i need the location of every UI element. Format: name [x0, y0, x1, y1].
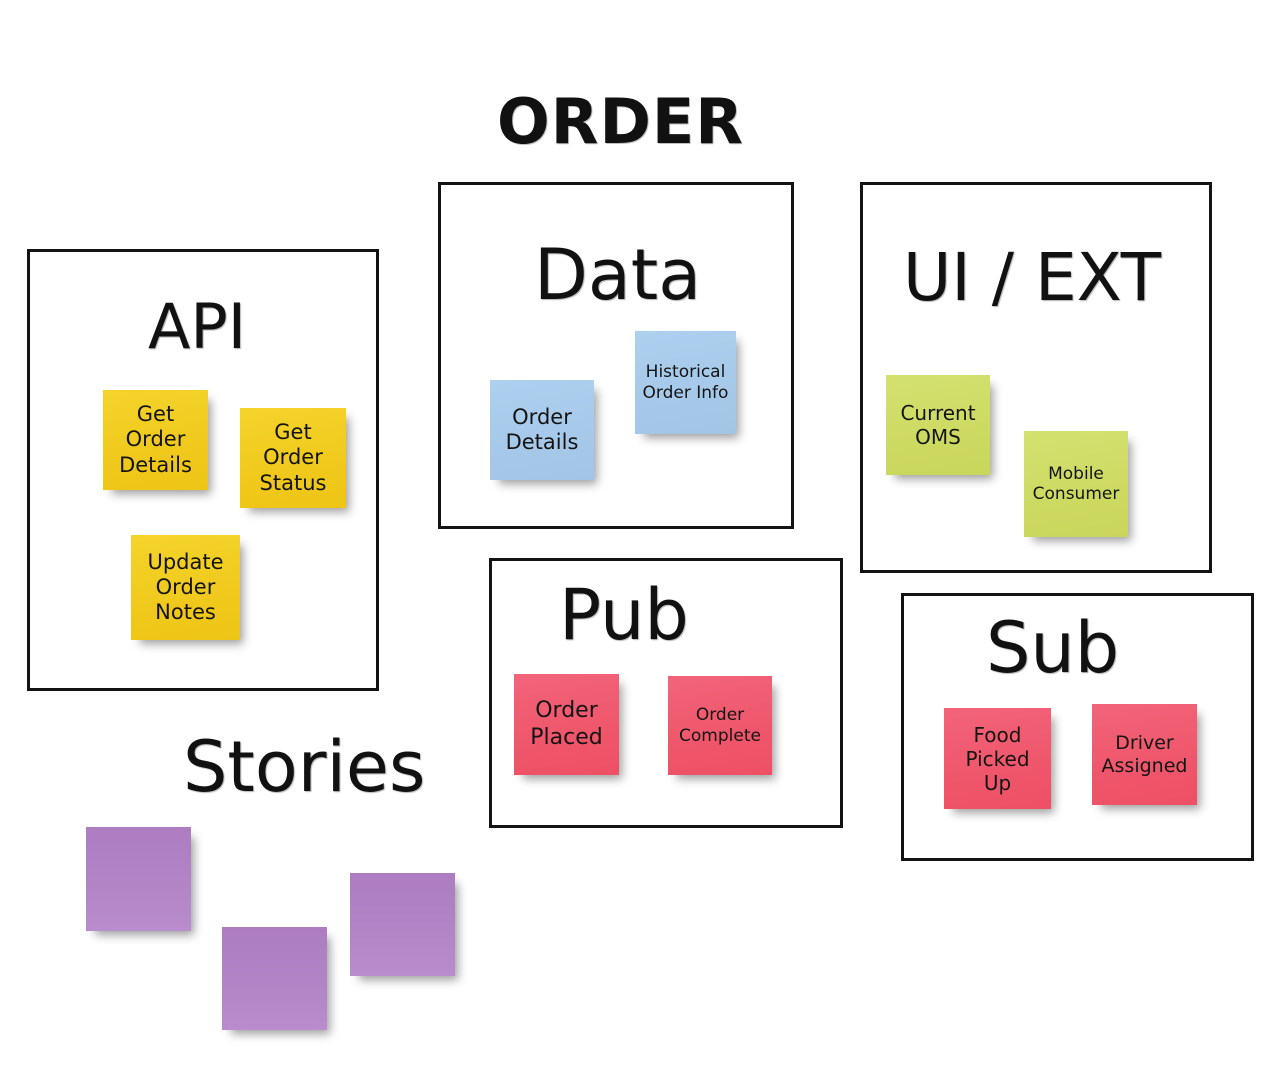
note-order-details[interactable]: Order Details: [490, 380, 594, 480]
note-text: Current OMS: [900, 401, 976, 449]
board-title: ORDER: [497, 85, 745, 158]
section-title-data: Data: [534, 234, 702, 316]
section-title-stories: Stories: [183, 726, 426, 808]
section-title-api: API: [148, 290, 247, 363]
note-story-3[interactable]: [350, 873, 455, 976]
note-update-order-notes[interactable]: Update Order Notes: [131, 535, 240, 640]
note-get-order-details[interactable]: Get Order Details: [103, 390, 208, 490]
note-text: Mobile Consumer: [1032, 463, 1120, 504]
note-text: Order Details: [505, 404, 579, 454]
note-current-oms[interactable]: Current OMS: [886, 375, 990, 475]
note-text: Get Order Details: [119, 402, 192, 477]
section-title-ui-ext: UI / EXT: [903, 239, 1162, 316]
note-driver-assigned[interactable]: Driver Assigned: [1092, 704, 1197, 805]
note-order-placed[interactable]: Order Placed: [514, 674, 619, 775]
section-title-pub: Pub: [559, 574, 689, 656]
note-text: Order Complete: [679, 705, 761, 746]
note-food-picked-up[interactable]: Food Picked Up: [944, 708, 1051, 809]
note-story-1[interactable]: [86, 827, 191, 931]
note-order-complete[interactable]: Order Complete: [668, 676, 772, 775]
note-text: Food Picked Up: [965, 722, 1030, 795]
note-text: Update Order Notes: [147, 549, 224, 625]
note-story-2[interactable]: [222, 927, 327, 1030]
section-title-sub: Sub: [986, 607, 1120, 689]
note-get-order-status[interactable]: Get Order Status: [240, 408, 346, 508]
note-text: Historical Order Info: [642, 362, 729, 403]
note-text: Get Order Status: [259, 420, 327, 495]
note-text: Order Placed: [530, 698, 603, 750]
note-historical-order-info[interactable]: Historical Order Info: [635, 331, 736, 434]
note-text: Driver Assigned: [1101, 731, 1188, 777]
note-mobile-consumer[interactable]: Mobile Consumer: [1024, 431, 1128, 537]
